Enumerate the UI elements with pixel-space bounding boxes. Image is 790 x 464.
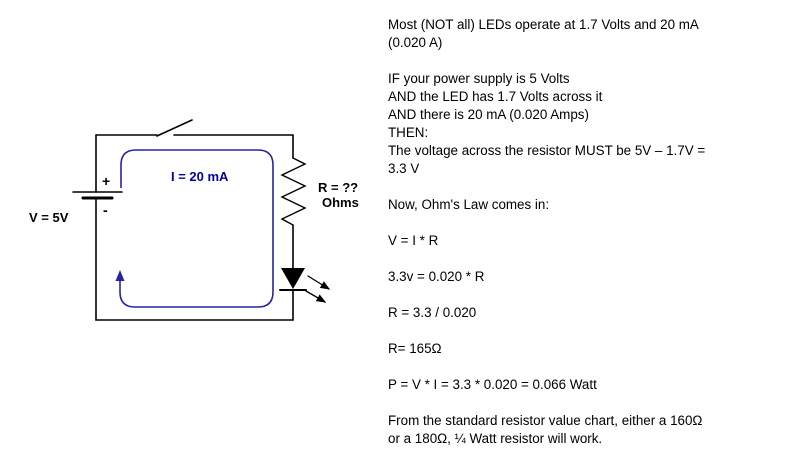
note-line [388, 52, 788, 70]
resistor-value-label: R = ?? [318, 180, 359, 195]
current-loop-arrowhead [115, 270, 125, 281]
note-line: P = V * I = 3.3 * 0.020 = 0.066 Watt [388, 377, 597, 392]
note-line [388, 214, 788, 232]
battery-positive-label: + [102, 173, 111, 189]
note-line: V = I * R [388, 233, 439, 248]
note-line: AND the LED has 1.7 Volts across it [388, 89, 603, 104]
note-line: R= 165Ω [388, 341, 442, 356]
note-line: The voltage across the resistor MUST be … [388, 143, 706, 158]
led-light-ray-upper [307, 275, 331, 290]
resistor-symbol [280, 157, 307, 226]
note-line [388, 358, 788, 376]
note-line: R = 3.3 / 0.020 [388, 305, 477, 320]
note-line: 3.3v = 0.020 * R [388, 269, 485, 284]
note-line [388, 286, 788, 304]
note-line: Most (NOT all) LEDs operate at 1.7 Volts… [388, 17, 699, 32]
note-line: 3.3 V [388, 161, 420, 176]
note-line: (0.020 A) [388, 35, 443, 50]
switch-blade [156, 119, 193, 137]
note-line: From the standard resistor value chart, … [388, 413, 703, 428]
resistor-units-label: Ohms [322, 195, 359, 210]
note-line [388, 178, 788, 196]
explanation-text: Most (NOT all) LEDs operate at 1.7 Volts… [388, 16, 788, 448]
note-line: THEN: [388, 125, 429, 140]
note-line: AND there is 20 mA (0.020 Amps) [388, 107, 589, 122]
note-line: Now, Ohm's Law comes in: [388, 197, 550, 212]
led-light-ray-lower [305, 290, 327, 303]
current-label: I = 20 mA [171, 169, 229, 184]
battery-negative-label: - [103, 202, 108, 218]
note-line [388, 394, 788, 412]
note-line: IF your power supply is 5 Volts [388, 71, 570, 86]
current-loop [119, 149, 274, 308]
note-line [388, 250, 788, 268]
note-line [388, 322, 788, 340]
led-triangle [281, 268, 305, 289]
source-voltage-label: V = 5V [29, 210, 69, 225]
note-line: or a 180Ω, ¼ Watt resistor will work. [388, 431, 603, 446]
